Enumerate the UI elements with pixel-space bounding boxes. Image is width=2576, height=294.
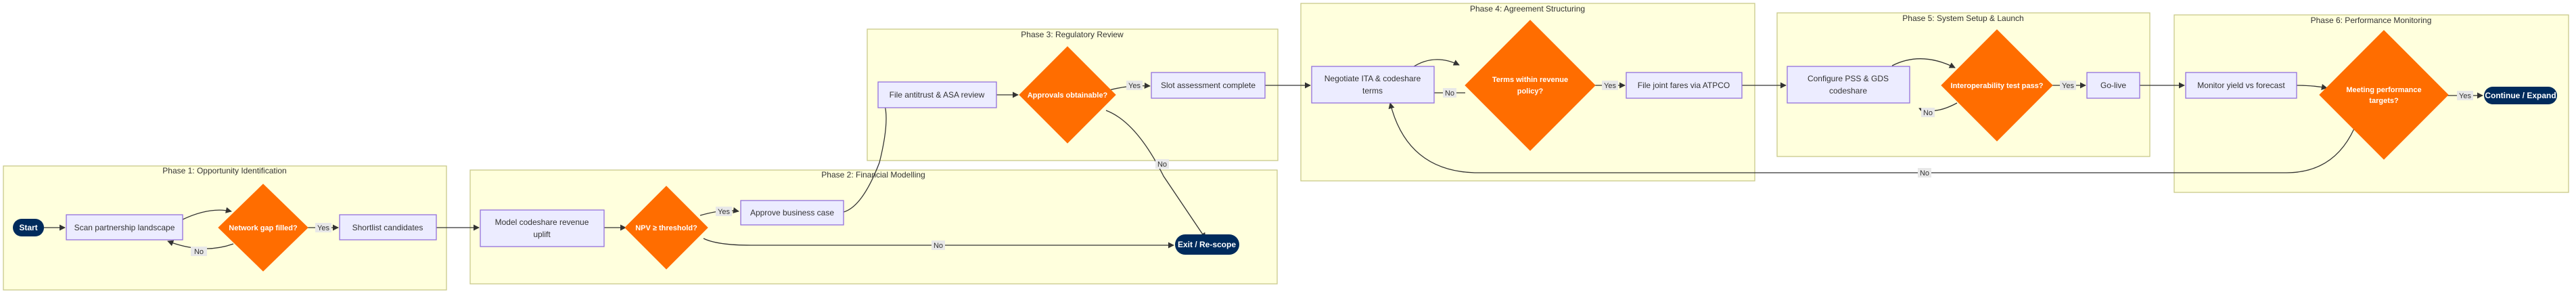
- edge-label-gap-yes: Yes: [317, 224, 329, 232]
- edge-negotiate-terms: [1411, 59, 1460, 68]
- node-shortlist[interactable]: Shortlist candidates: [339, 214, 437, 240]
- node-continue[interactable]: Continue / Expand: [2484, 87, 2557, 104]
- node-interop-label: Interoperability test pass?: [1951, 82, 2044, 90]
- node-golive-label: Go-live: [2100, 81, 2126, 90]
- node-targets-label-2: targets?: [2369, 97, 2399, 105]
- node-file-fares-label: File joint fares via ATPCO: [1638, 81, 1730, 90]
- edge-monitor-targets: [2296, 83, 2328, 90]
- node-model-label-1: Model codeshare revenue: [495, 217, 589, 227]
- edge-label-gap-no: No: [194, 248, 204, 256]
- node-file-fares[interactable]: File joint fares via ATPCO: [1626, 72, 1743, 99]
- node-npv-label: NPV ≥ threshold?: [635, 224, 697, 232]
- node-approve-label: Approve business case: [750, 208, 834, 217]
- node-targets-label-1: Meeting performance: [2346, 86, 2421, 94]
- edge-label-interop-no: No: [1923, 109, 1933, 117]
- edge-npv-exit: [703, 238, 1174, 249]
- node-monitor[interactable]: Monitor yield vs forecast: [2185, 72, 2297, 99]
- edge-label-interop-yes: Yes: [2062, 82, 2074, 90]
- node-negotiate-label-2: terms: [1362, 86, 1383, 96]
- node-gap-decision[interactable]: Network gap filled?: [218, 184, 308, 272]
- edge-label-terms-yes: Yes: [1604, 82, 1616, 90]
- node-exit-label: Exit / Re-scope: [1178, 240, 1236, 249]
- edge-label-approvals-no: No: [1157, 161, 1167, 169]
- edge-label-npv-yes: Yes: [718, 208, 730, 216]
- edge-label-approvals-yes: Yes: [1128, 82, 1141, 90]
- node-monitor-label: Monitor yield vs forecast: [2197, 81, 2285, 90]
- node-npv-decision[interactable]: NPV ≥ threshold?: [624, 186, 708, 270]
- node-targets-decision[interactable]: Meeting performance targets?: [2319, 30, 2449, 160]
- node-slot-label: Slot assessment complete: [1161, 81, 1256, 90]
- node-slot[interactable]: Slot assessment complete: [1151, 72, 1266, 99]
- node-exit[interactable]: Exit / Re-scope: [1175, 234, 1239, 255]
- phase-3-title: Phase 3: Regulatory Review: [1021, 30, 1124, 39]
- node-antitrust[interactable]: File antitrust & ASA review: [877, 81, 997, 108]
- node-antitrust-label: File antitrust & ASA review: [890, 90, 985, 100]
- node-configure[interactable]: Configure PSS & GDS codeshare: [1787, 66, 1910, 104]
- edge-label-npv-no: No: [934, 242, 943, 250]
- node-configure-label-1: Configure PSS & GDS: [1808, 74, 1889, 83]
- phase-2-title: Phase 2: Financial Modelling: [821, 170, 925, 180]
- node-approvals-decision[interactable]: Approvals obtainable?: [1019, 46, 1116, 144]
- node-terms-label-1: Terms within revenue: [1492, 76, 1568, 84]
- phase-5-title: Phase 5: System Setup & Launch: [1902, 14, 2023, 23]
- node-configure-label-2: codeshare: [1829, 86, 1867, 96]
- edge-label-targets-yes: Yes: [2459, 92, 2471, 100]
- phase-2-cluster: Phase 2: Financial Modelling: [469, 169, 1278, 285]
- node-golive[interactable]: Go-live: [2086, 72, 2140, 99]
- edge-targets-negotiate-no: [1388, 102, 2355, 173]
- edge-label-targets-no: No: [1920, 169, 1929, 177]
- node-terms-decision[interactable]: Terms within revenue policy?: [1465, 20, 1596, 151]
- node-model[interactable]: Model codeshare revenue uplift: [480, 209, 605, 247]
- node-continue-label: Continue / Expand: [2485, 91, 2556, 100]
- edge-approvals-exit: [1105, 110, 1206, 239]
- node-scan[interactable]: Scan partnership landscape: [66, 214, 183, 240]
- node-interop-decision[interactable]: Interoperability test pass?: [1941, 29, 2053, 142]
- node-gap-label: Network gap filled?: [229, 224, 298, 232]
- edge-configure-interop: [1891, 58, 1956, 68]
- edge-label-terms-no: No: [1445, 89, 1454, 98]
- node-approvals-label: Approvals obtainable?: [1028, 91, 1108, 100]
- edge-scan-gap: [182, 207, 232, 220]
- node-scan-label: Scan partnership landscape: [74, 223, 175, 232]
- node-terms-label-2: policy?: [1517, 87, 1544, 96]
- node-approve[interactable]: Approve business case: [740, 200, 844, 226]
- node-shortlist-label: Shortlist candidates: [352, 223, 423, 232]
- node-start-label: Start: [19, 223, 37, 232]
- edge-labels: No Yes Yes No Yes No No Yes No Yes Yes N…: [191, 81, 2473, 256]
- node-start[interactable]: Start: [13, 219, 44, 236]
- phase-1-title: Phase 1: Opportunity Identification: [162, 166, 286, 175]
- phase-4-title: Phase 4: Agreement Structuring: [1470, 4, 1585, 14]
- node-negotiate-label-1: Negotiate ITA & codeshare: [1325, 74, 1421, 83]
- phase-6-title: Phase 6: Performance Monitoring: [2311, 16, 2432, 25]
- node-negotiate[interactable]: Negotiate ITA & codeshare terms: [1311, 66, 1435, 104]
- node-model-label-2: uplift: [533, 230, 551, 239]
